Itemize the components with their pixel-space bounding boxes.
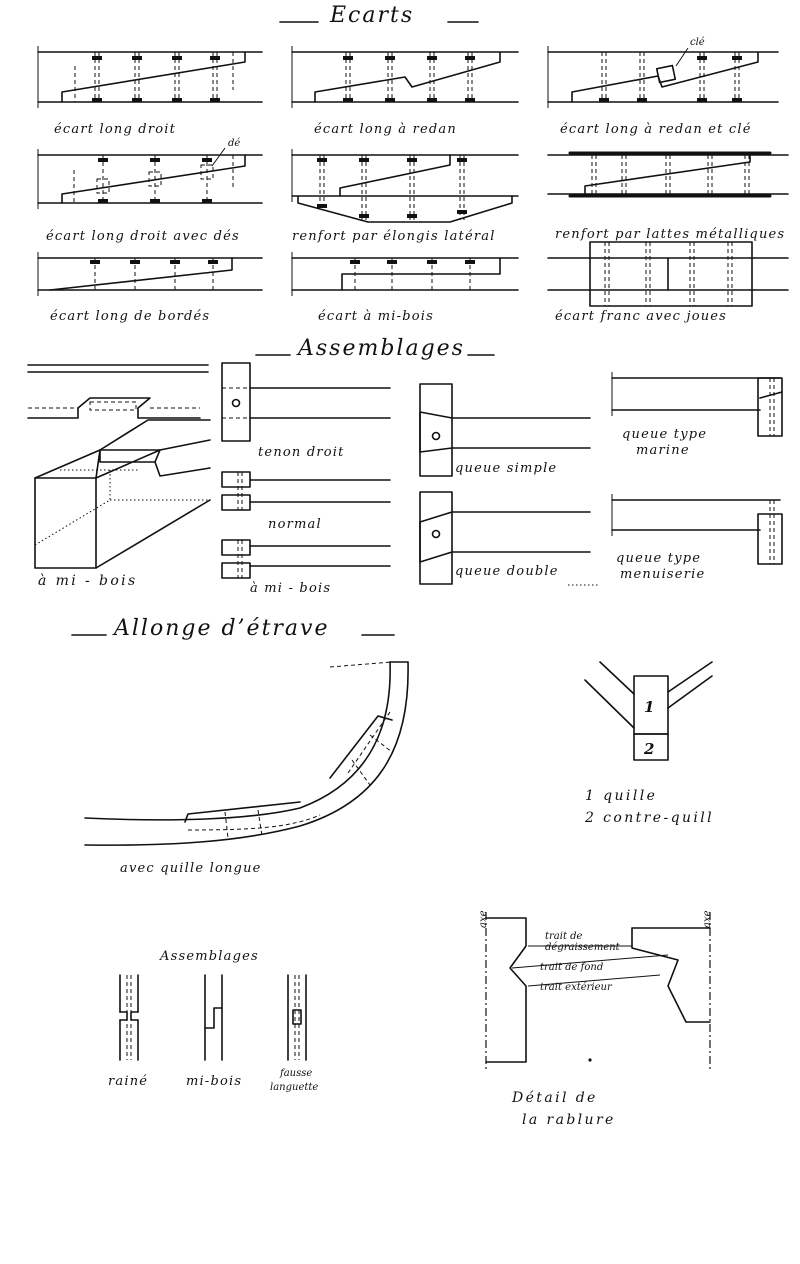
caption-fausse: fausse [279, 1068, 312, 1079]
dovetail-double [419, 491, 600, 586]
allonge-title-text: Allonge d’étrave [112, 616, 330, 641]
caption-ecart-mi-bois: écart à mi-bois [318, 309, 434, 324]
scarf-long-planking [37, 252, 263, 296]
caption-normal: normal [268, 517, 322, 532]
caption-queue-marine-1: queue type [622, 427, 707, 442]
assemblages-title-text: Assemblages [296, 336, 465, 361]
scarf-long-straight [37, 46, 263, 108]
scarf-long-step [291, 46, 519, 108]
label-trait-degraissement-1: trait de [545, 931, 583, 942]
caption-renfort-elongis: renfort par élongis latéral [292, 229, 496, 244]
caption-detail-de: Détail de [511, 1090, 598, 1106]
legend-quille: 1 quille [585, 788, 657, 804]
label-cle: clé [690, 37, 705, 48]
caption-queue-simple: queue simple [455, 461, 557, 476]
caption-queue-menuiserie-1: queue type [616, 551, 701, 566]
caption-queue-double: queue double [455, 564, 559, 579]
tenon-normal [221, 471, 391, 511]
assemblages-title: Assemblages [255, 336, 495, 361]
caption-a-mi-bois-big: à mi - bois [38, 573, 138, 589]
caption-avec-quille-longue: avec quille longue [120, 861, 262, 876]
label-trait-degraissement-2: dégraissement [545, 942, 621, 953]
plank-joint-fausse-languette [287, 974, 307, 1061]
caption-queue-menuiserie-2: menuiserie [620, 567, 705, 582]
caption-la-rablure: la rablure [522, 1112, 616, 1128]
caption-mi-bois: mi-bois [186, 1074, 242, 1089]
keel-number-2: 2 [643, 740, 654, 758]
rabbet-detail [485, 912, 711, 1070]
ecarts-title-text: Ecarts [329, 3, 414, 28]
dovetail-joinery [611, 494, 783, 565]
ecarts-title: Ecarts [279, 3, 479, 28]
label-de: dé [228, 138, 240, 149]
stem-long-keel [84, 661, 409, 846]
half-lap-isometric [27, 364, 211, 569]
allonge-title: Allonge d’étrave [71, 616, 395, 641]
bordes-title: Assemblages [159, 949, 259, 964]
caption-raine: rainé [108, 1074, 148, 1089]
caption-ecart-long-redan: écart long à redan [314, 122, 457, 137]
scarf-long-straight-dowels [37, 147, 263, 209]
caption-tenon-droit: tenon droit [258, 445, 345, 460]
keel-section [584, 661, 713, 761]
caption-a-mi-bois-small: à mi - bois [250, 581, 331, 596]
scarf-metal-straps [547, 151, 789, 198]
caption-renfort-lattes: renfort par lattes métalliques [555, 227, 785, 242]
caption-ecart-long-droit: écart long droit [54, 122, 176, 137]
scarf-half-lap [291, 252, 519, 296]
label-trait-exterieur: trait extérieur [540, 982, 613, 993]
caption-ecart-long-redan-cle: écart long à redan et clé [560, 122, 752, 137]
plank-joint-mi-bois [204, 974, 223, 1061]
caption-languette: languette [270, 1082, 318, 1093]
scarf-butt-cheeks [547, 241, 789, 307]
tenon-half-lap [221, 539, 391, 579]
dovetail-simple [419, 383, 591, 477]
rabbet-axe-right: axe [702, 910, 713, 928]
caption-ecart-bordes: écart long de bordés [50, 309, 210, 324]
rabbet-axe-left: axe [478, 910, 489, 928]
caption-queue-marine-2: marine [636, 443, 690, 458]
dovetail-marine [611, 372, 783, 437]
caption-ecart-long-droit-des: écart long droit avec dés [46, 229, 240, 244]
tenon-straight [221, 362, 391, 442]
plank-joint-raine [119, 974, 139, 1061]
scarf-lateral-stringer [291, 149, 519, 223]
label-trait-de-fond: trait de fond [540, 962, 603, 973]
keel-number-1: 1 [644, 698, 654, 716]
scarf-long-step-key [547, 46, 779, 108]
caption-ecart-franc-joues: écart franc avec joues [555, 309, 727, 324]
legend-contre-quille: 2 contre-quill [584, 810, 714, 826]
